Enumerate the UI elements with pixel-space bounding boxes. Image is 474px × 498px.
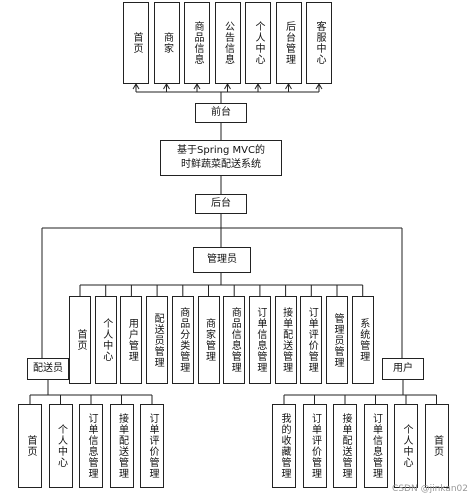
user-module-3: 接单配送管理 [333, 404, 357, 488]
admin-module-8: 订单信息管理 [248, 296, 271, 384]
admin-module-10: 订单评价管理 [300, 296, 323, 384]
admin-module-4: 配送员管理 [146, 296, 169, 384]
front-node: 前台 [195, 103, 247, 123]
back-node: 后台 [195, 194, 247, 214]
frontend-module-3: 商品信息 [184, 2, 210, 84]
frontend-module-5: 个人中心 [245, 2, 271, 84]
user-module-5: 个人中心 [394, 404, 418, 488]
courier-module-2: 个人中心 [48, 404, 73, 488]
system-title-node: 基于Spring MVC的 时鲜蔬菜配送系统 [160, 140, 282, 176]
frontend-module-4: 公告信息 [214, 2, 241, 84]
arrow-head [132, 83, 140, 90]
arrow-head [285, 83, 292, 90]
arrow-head [224, 83, 231, 90]
user-node: 用户 [382, 358, 424, 380]
frontend-module-2: 商家 [153, 2, 180, 84]
admin-module-11: 管理员管理 [326, 296, 348, 384]
user-module-1: 我的收藏管理 [272, 404, 296, 488]
frontend-module-1: 首页 [123, 2, 149, 84]
admin-module-1: 首页 [69, 296, 91, 384]
courier-node: 配送员 [27, 358, 69, 380]
arrow-head [315, 83, 323, 90]
admin-module-3: 用户管理 [120, 296, 143, 384]
courier-module-3: 订单信息管理 [79, 404, 103, 488]
admin-module-7: 商品信息管理 [223, 296, 246, 384]
admin-module-2: 个人中心 [94, 296, 117, 384]
admin-module-12: 系统管理 [351, 296, 374, 384]
watermark: CSDN @jinkan02 [392, 484, 468, 494]
admin-module-6: 商家管理 [197, 296, 220, 384]
frontend-module-6: 后台管理 [275, 2, 302, 84]
courier-module-5: 订单评价管理 [140, 404, 164, 488]
arrow-head [163, 83, 170, 90]
user-module-6: 首页 [424, 404, 449, 488]
admin-node: 管理员 [193, 247, 251, 273]
frontend-module-7: 客服中心 [306, 2, 332, 84]
admin-module-5: 商品分类管理 [171, 296, 194, 384]
system-title-line2: 时鲜蔬菜配送系统 [181, 159, 261, 170]
courier-module-1: 首页 [18, 404, 42, 488]
user-module-2: 订单评价管理 [302, 404, 327, 488]
arrow-head [193, 83, 201, 90]
user-module-4: 订单信息管理 [363, 404, 388, 488]
admin-module-9: 接单配送管理 [274, 296, 297, 384]
system-title-line1: 基于Spring MVC的 [177, 145, 265, 156]
courier-module-4: 接单配送管理 [109, 404, 134, 488]
arrow-head [254, 83, 262, 90]
